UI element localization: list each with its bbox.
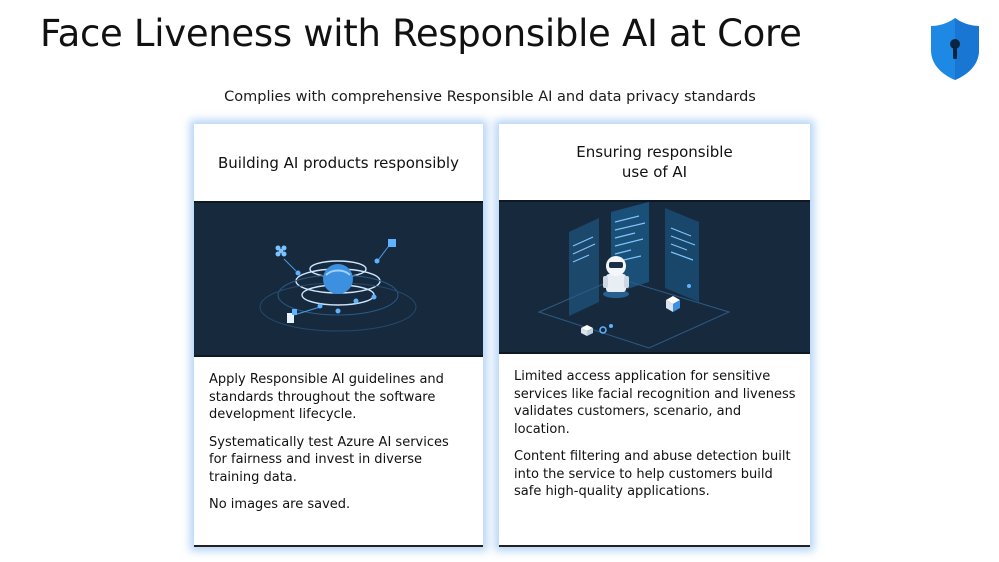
robot-code-screens-illustration <box>499 200 810 354</box>
card-heading: Ensuring responsible use of AI <box>499 124 810 200</box>
card-ensuring-responsible-use: Ensuring responsible use of AI <box>499 124 810 547</box>
card-building-ai-responsibly: Building AI products responsibly <box>194 124 483 547</box>
card-paragraph: Apply Responsible AI guidelines and stan… <box>209 372 444 422</box>
shield-keyhole-icon <box>931 18 979 80</box>
card-heading-line: Ensuring responsible <box>576 143 733 161</box>
card-paragraph: No images are saved. <box>209 497 351 512</box>
card-heading: Building AI products responsibly <box>218 153 459 172</box>
globe-orbit-network-illustration <box>194 201 483 357</box>
card-heading-line: use of AI <box>621 163 688 181</box>
card-paragraph: Systematically test Azure AI services fo… <box>209 434 449 485</box>
page-subtitle: Complies with comprehensive Responsible … <box>224 89 756 105</box>
card-paragraph: Limited access application for sensitive… <box>514 369 796 437</box>
card-paragraph: Content filtering and abuse detection bu… <box>514 449 791 499</box>
page-title: Face Liveness with Responsible AI at Cor… <box>40 12 802 55</box>
